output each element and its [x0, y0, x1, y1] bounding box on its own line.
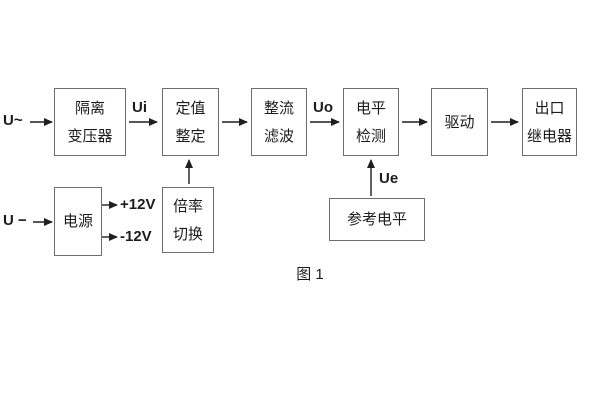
- block-label: 出口: [534, 99, 565, 117]
- block-label: 继电器: [526, 127, 572, 145]
- figure-caption: 图 1: [296, 266, 324, 283]
- block-setpoint-adjust: 定值 整定: [162, 88, 219, 156]
- block-label: 电平: [355, 99, 386, 117]
- block-label: 检测: [355, 127, 386, 145]
- block-level-detect: 电平 检测: [343, 88, 399, 156]
- block-label: 电源: [62, 213, 93, 230]
- block-label: 倍率: [172, 197, 203, 215]
- block-isolation-transformer: 隔离 变压器: [54, 88, 126, 156]
- block-power-supply: 电源: [54, 187, 102, 256]
- block-label: 隔离: [74, 99, 105, 117]
- block-label: 滤波: [263, 127, 294, 145]
- signal-ue-label: Ue: [379, 170, 399, 187]
- block-label: 驱动: [444, 113, 475, 131]
- block-label: 变压器: [67, 127, 113, 145]
- block-label: 参考电平: [346, 211, 407, 228]
- plus-12v-label: +12V: [120, 196, 156, 213]
- ac-input-label: U~: [3, 112, 23, 129]
- block-label: 定值: [175, 99, 206, 117]
- block-label: 整流: [263, 99, 294, 117]
- signal-ui-label: Ui: [132, 99, 147, 116]
- block-output-relay: 出口 继电器: [522, 88, 577, 156]
- signal-uo-label: Uo: [313, 99, 333, 116]
- block-ratio-switch: 倍率 切换: [162, 187, 214, 253]
- dc-input-label: U −: [3, 212, 27, 229]
- block-driver: 驱动: [431, 88, 488, 156]
- block-reference-level: 参考电平: [329, 198, 425, 241]
- block-rectify-filter: 整流 滤波: [251, 88, 307, 156]
- block-label: 切换: [172, 225, 203, 243]
- minus-12v-label: -12V: [120, 228, 152, 245]
- block-label: 整定: [175, 127, 206, 145]
